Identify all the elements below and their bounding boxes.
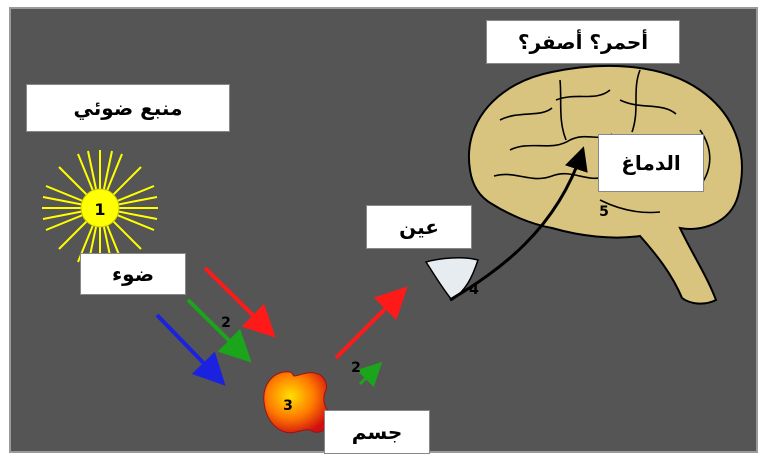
label-eye: عين — [366, 205, 472, 249]
number-4: 4 — [469, 282, 479, 298]
label-light-source: منبع ضوئي — [26, 84, 230, 132]
green-reflected-ray — [356, 361, 383, 388]
number-3: 3 — [283, 398, 293, 414]
number-1: 1 — [94, 200, 105, 219]
green-incoming-ray — [186, 298, 252, 363]
number-2-reflected: 2 — [351, 360, 361, 376]
label-question: أحمر؟ أصفر؟ — [486, 20, 680, 64]
red-reflected-ray — [334, 286, 408, 360]
eye-icon — [424, 257, 479, 302]
label-light: ضوء — [80, 253, 186, 295]
label-brain: الدماغ — [598, 134, 704, 192]
sun-icon — [80, 188, 120, 228]
red-incoming-ray — [203, 266, 276, 338]
label-object: جسم — [324, 410, 430, 454]
number-2-incoming: 2 — [221, 315, 231, 331]
blue-incoming-ray — [155, 313, 226, 386]
nerve-arrow — [449, 146, 588, 302]
number-5: 5 — [599, 204, 609, 220]
apple-icon — [263, 371, 331, 434]
